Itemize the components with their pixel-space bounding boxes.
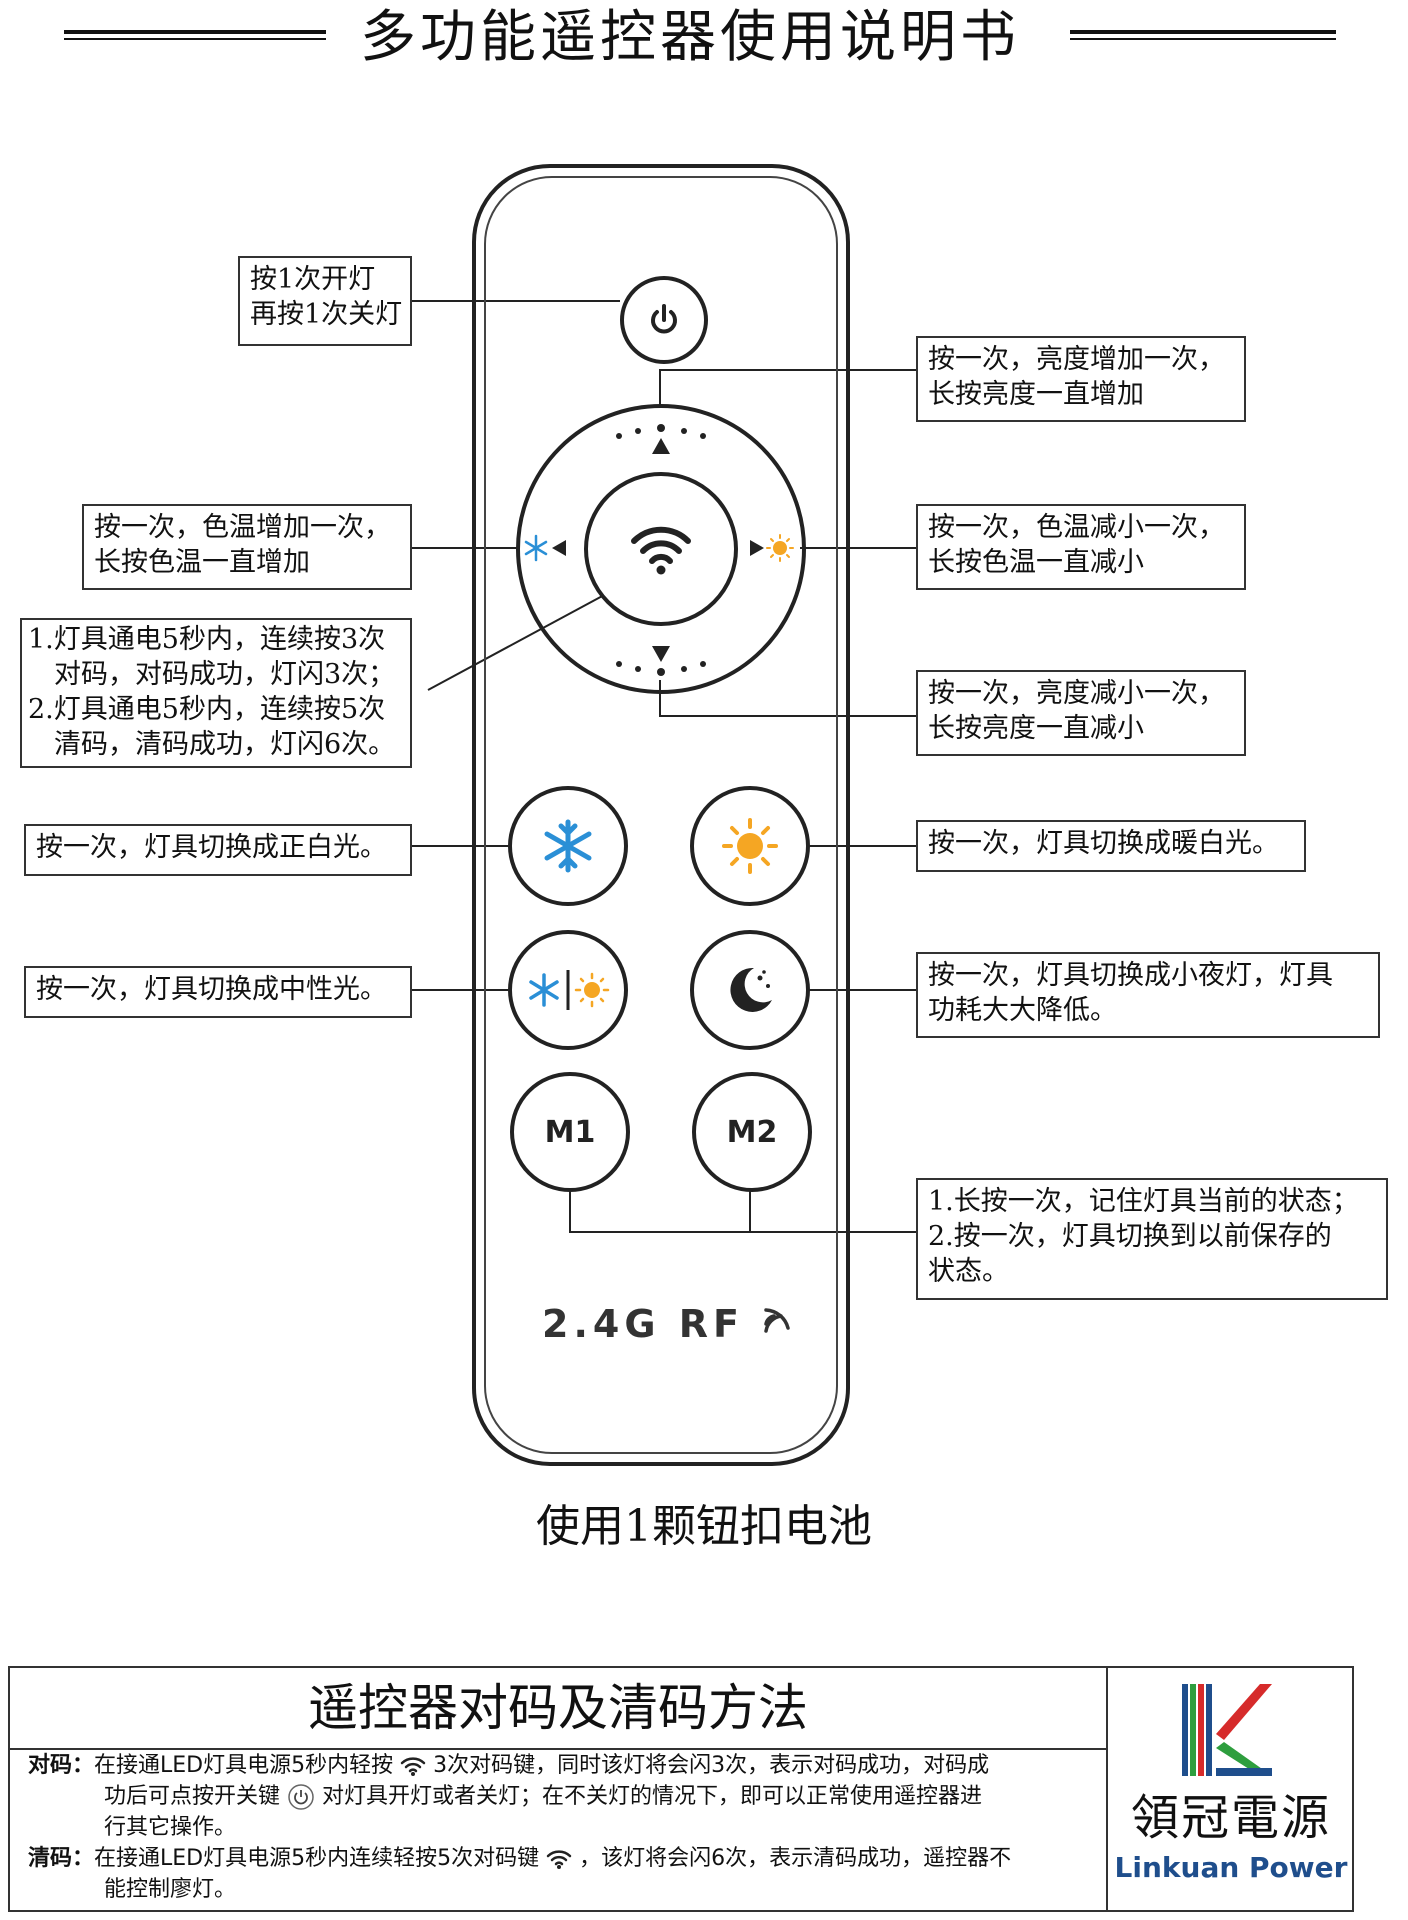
brightness-up-button[interactable] — [600, 416, 722, 466]
callout-power: 按1次开灯 再按1次关灯 — [238, 256, 412, 346]
remote-body-inner — [484, 176, 838, 1454]
warm-white-button[interactable] — [690, 786, 810, 906]
rf-label-text: 2.4G RF — [542, 1302, 744, 1346]
callout-night-light-line2: 功耗大大降低。 — [928, 995, 1117, 1026]
callout-color-temp-down-line1: 按一次，色温减小一次， — [928, 512, 1225, 543]
snowflake-icon — [544, 819, 592, 873]
pairing-text-1b: 3次对码键，同时该灯将会闪3次，表示对码成功，对码成 — [433, 1753, 990, 1778]
m2-button[interactable]: M2 — [692, 1072, 812, 1192]
wifi-icon — [631, 526, 691, 575]
callout-memory: 1.长按一次，记住灯具当前的状态； 2.按一次，灯具切换到以前保存的 状态。 — [916, 1178, 1388, 1300]
moon-icon — [730, 967, 772, 1012]
arrow-down-icon — [652, 646, 670, 662]
callout-power-line1: 按1次开灯 — [250, 264, 376, 295]
wifi-icon — [546, 1850, 572, 1869]
callout-brightness-down: 按一次，亮度减小一次， 长按亮度一直减小 — [916, 670, 1246, 756]
neutral-light-icon — [529, 970, 610, 1010]
callout-brightness-down-line2: 长按亮度一直减小 — [928, 713, 1144, 744]
battery-note: 使用1颗钮扣电池 — [536, 1501, 872, 1552]
clear-text-2: 能控制廖灯。 — [104, 1877, 237, 1902]
callout-pairing-line4: 清码，清码成功，灯闪6次。 — [54, 729, 396, 760]
pairing-key-label: 对码： — [28, 1753, 95, 1778]
m1-label: M1 — [544, 1114, 596, 1150]
pair-button[interactable] — [584, 472, 738, 626]
bottom-panel — [8, 1666, 1354, 1912]
pairing-text-3: 行其它操作。 — [104, 1815, 237, 1840]
callout-neutral-text: 按一次，灯具切换成中性光。 — [36, 974, 387, 1005]
power-icon — [651, 304, 677, 334]
callout-pairing: 1.灯具通电5秒内，连续按3次 对码，对码成功，灯闪3次； 2.灯具通电5秒内，… — [20, 618, 412, 768]
arrow-up-icon — [652, 438, 670, 454]
sun-icon — [722, 818, 778, 874]
callout-memory-line2: 2.按一次，灯具切换到以前保存的 — [928, 1221, 1332, 1252]
signal-icon — [764, 1308, 790, 1333]
callout-brightness-up: 按一次，亮度增加一次， 长按亮度一直增加 — [916, 336, 1246, 422]
pairing-instructions: 对码：在接通LED灯具电源5秒内轻按 3次对码键，同时该灯将会闪3次，表示对码成… — [28, 1750, 1098, 1905]
clear-text-1b: ，该灯将会闪6次，表示清码成功，遥控器不 — [579, 1846, 1012, 1871]
power-icon — [288, 1784, 314, 1810]
neutral-light-button[interactable] — [508, 930, 628, 1050]
rf-label: 2.4G RF — [542, 1302, 792, 1346]
night-light-button[interactable] — [690, 930, 810, 1050]
callout-brightness-up-line1: 按一次，亮度增加一次， — [928, 344, 1225, 375]
callout-warm-white-text: 按一次，灯具切换成暖白光。 — [928, 828, 1279, 859]
callout-color-temp-up-line2: 长按色温一直增加 — [94, 547, 310, 578]
panel-title-rule — [8, 1748, 1108, 1750]
callout-pairing-line2: 对码，对码成功，灯闪3次； — [54, 659, 396, 690]
callout-brightness-up-line2: 长按亮度一直增加 — [928, 379, 1144, 410]
power-button[interactable] — [620, 276, 708, 364]
callout-pairing-line3: 2.灯具通电5秒内，连续按5次 — [28, 694, 386, 725]
callout-brightness-down-line1: 按一次，亮度减小一次， — [928, 678, 1225, 709]
logo-name: 領冠電源 — [1130, 1790, 1331, 1846]
callout-neutral: 按一次，灯具切换成中性光。 — [24, 966, 412, 1018]
pairing-text-1a: 在接通LED灯具电源5秒内轻按 — [94, 1753, 394, 1778]
callout-memory-line1: 1.长按一次，记住灯具当前的状态； — [928, 1186, 1359, 1217]
arrow-left-icon — [552, 540, 566, 556]
m1-button[interactable]: M1 — [510, 1072, 630, 1192]
snowflake-icon — [524, 534, 548, 562]
pairing-text-2a: 功后可点按开关键 — [104, 1784, 281, 1809]
color-temp-up-button[interactable] — [522, 530, 578, 566]
company-logo-mark — [1182, 1684, 1272, 1776]
dpad-ring — [516, 404, 806, 694]
callout-memory-line3: 状态。 — [928, 1256, 1009, 1287]
page-title: 多功能遥控器使用说明书 — [360, 5, 1020, 70]
callout-color-temp-up: 按一次，色温增加一次， 长按色温一直增加 — [82, 504, 412, 590]
callout-color-temp-down-line2: 长按色温一直减小 — [928, 547, 1144, 578]
callout-night-light-line1: 按一次，灯具切换成小夜灯，灯具 — [928, 960, 1333, 991]
callout-power-line2: 再按1次关灯 — [250, 299, 403, 330]
panel-divider — [1106, 1666, 1108, 1912]
callout-color-temp-down: 按一次，色温减小一次， 长按色温一直减小 — [916, 504, 1246, 590]
brightness-down-button[interactable] — [600, 634, 722, 684]
panel-title: 遥控器对码及清码方法 — [308, 1679, 808, 1737]
title-rule-right — [1070, 30, 1336, 40]
callout-pairing-line1: 1.灯具通电5秒内，连续按3次 — [28, 624, 386, 655]
callout-color-temp-up-line1: 按一次，色温增加一次， — [94, 512, 391, 543]
callout-cool-white-text: 按一次，灯具切换成正白光。 — [36, 832, 387, 863]
m2-label: M2 — [726, 1114, 778, 1150]
callout-cool-white: 按一次，灯具切换成正白光。 — [24, 824, 412, 876]
title-row: 多功能遥控器使用说明书 — [0, 0, 1408, 80]
color-temp-down-button[interactable] — [744, 530, 802, 566]
cool-white-button[interactable] — [508, 786, 628, 906]
title-rule-left — [64, 30, 326, 40]
clear-key-label: 清码： — [28, 1846, 95, 1871]
clear-text-1a: 在接通LED灯具电源5秒内连续轻按5次对码键 — [94, 1846, 540, 1871]
remote-body — [472, 164, 850, 1466]
callout-night-light: 按一次，灯具切换成小夜灯，灯具 功耗大大降低。 — [916, 952, 1380, 1038]
wifi-icon — [400, 1757, 426, 1776]
arrow-right-icon — [750, 540, 764, 556]
callout-warm-white: 按一次，灯具切换成暖白光。 — [916, 820, 1306, 872]
logo-subtitle: Linkuan Power — [1114, 1851, 1348, 1884]
sun-icon — [766, 534, 794, 562]
pairing-text-2b: 对灯具开灯或者关灯；在不关灯的情况下，即可以正常使用遥控器进 — [322, 1784, 983, 1809]
